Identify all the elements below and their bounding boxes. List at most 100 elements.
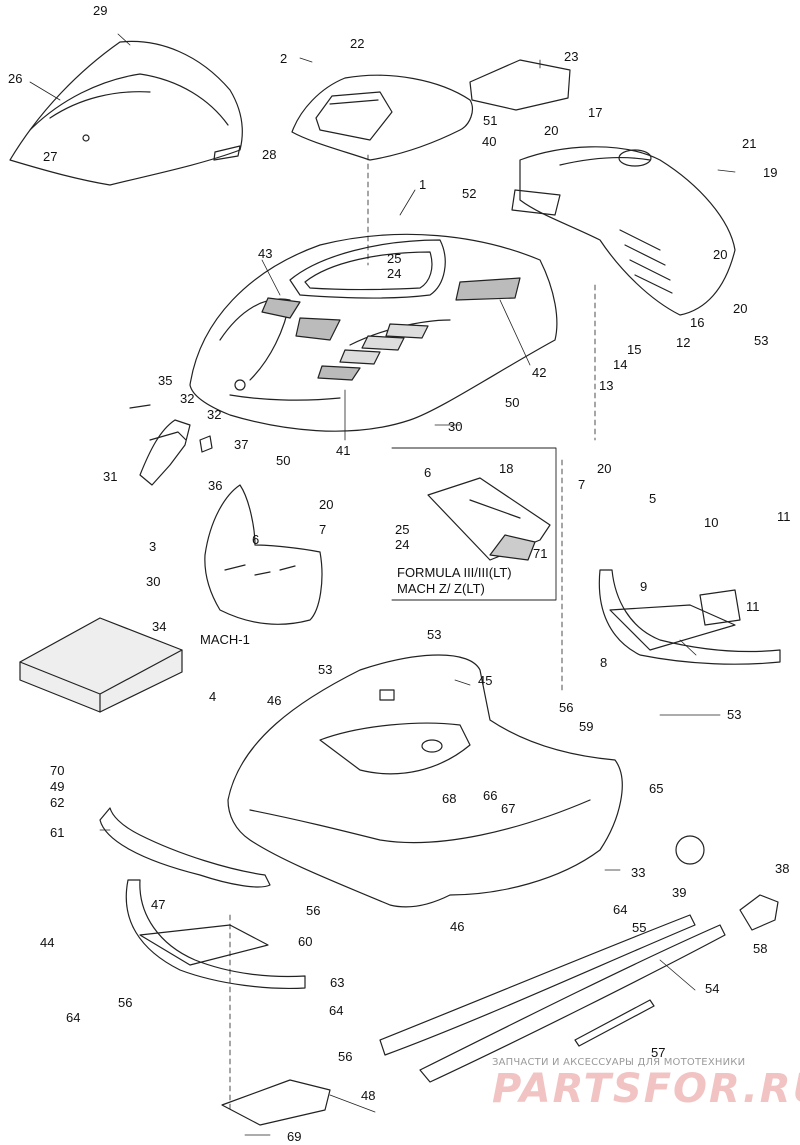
- callout-label: 40: [482, 134, 497, 149]
- callout-label: 32: [207, 407, 222, 422]
- callout-label: 64: [329, 1003, 344, 1018]
- callout-label: 47: [151, 897, 166, 912]
- callout-label: 46: [267, 693, 282, 708]
- callout-label: 20: [319, 497, 334, 512]
- callout-label: 12: [676, 335, 691, 350]
- clip-part: [739, 894, 779, 931]
- callout-label: 28: [262, 147, 277, 162]
- callout-label: 58: [753, 941, 768, 956]
- callout-label: 45: [478, 673, 493, 688]
- hinge-part: [129, 404, 213, 486]
- formula-caption-line1: FORMULA III/III(LT): [397, 565, 512, 580]
- callout-label: 13: [599, 378, 614, 393]
- belly-pan-part: [227, 654, 623, 908]
- callout-label: 43: [258, 246, 273, 261]
- front-bumper-part: [125, 879, 306, 990]
- windshield-part: [9, 40, 243, 186]
- callout-label: 17: [588, 105, 603, 120]
- callout-label: 21: [742, 136, 757, 151]
- callout-label: 34: [152, 619, 167, 634]
- callout-label: 53: [318, 662, 333, 677]
- callout-label: 11: [746, 599, 760, 614]
- callout-label: 64: [613, 902, 628, 917]
- callout-label: 42: [532, 365, 547, 380]
- callout-label: 25: [395, 522, 410, 537]
- pad-part: [19, 617, 183, 713]
- callout-label: 50: [505, 395, 520, 410]
- callout-label: 66: [483, 788, 498, 803]
- watermark-tagline: ЗАПЧАСТИ И АКСЕССУАРЫ ДЛЯ МОТОТЕХНИКИ: [492, 1057, 746, 1068]
- callout-label: 9: [640, 579, 648, 594]
- callout-label: 41: [336, 443, 351, 458]
- callout-label: 49: [50, 779, 65, 794]
- callout-label: 24: [387, 266, 402, 281]
- callout-label: 56: [306, 903, 321, 918]
- callout-label: 5: [649, 491, 657, 506]
- trim-strip-part: [574, 999, 655, 1047]
- mach1-caption: MACH-1: [200, 632, 250, 647]
- callout-label: 36: [208, 478, 223, 493]
- callout-label: 6: [252, 532, 260, 547]
- callout-label: 53: [754, 333, 769, 348]
- callout-label: 55: [632, 920, 647, 935]
- callout-label: 53: [727, 707, 742, 722]
- inset-frame: [391, 447, 557, 601]
- callout-label: 30: [448, 419, 463, 434]
- bumper-part: [598, 569, 781, 665]
- callout-label: 37: [234, 437, 249, 452]
- callout-label: 29: [93, 3, 108, 18]
- callout-label: 68: [442, 791, 457, 806]
- callout-label: 18: [499, 461, 514, 476]
- callout-label: 54: [705, 981, 720, 996]
- callout-label: 35: [158, 373, 173, 388]
- callout-label: 26: [8, 71, 23, 86]
- callout-label: 57: [651, 1045, 666, 1060]
- callout-label: 16: [690, 315, 705, 330]
- leader-lines: [29, 33, 736, 1136]
- callout-label: 27: [43, 149, 58, 164]
- callout-label: 20: [597, 461, 612, 476]
- hood-part: [189, 233, 558, 432]
- side-panel-part: [511, 146, 736, 316]
- callout-label: 53: [427, 627, 442, 642]
- callout-label: 10: [704, 515, 719, 530]
- callout-label: 56: [559, 700, 574, 715]
- callout-label: 67: [501, 801, 516, 816]
- callout-label: 20: [713, 247, 728, 262]
- callout-label: 31: [103, 469, 118, 484]
- mach1-panel-part: [204, 484, 323, 625]
- callout-label: 15: [627, 342, 642, 357]
- callout-label: 6: [424, 465, 432, 480]
- watermark-brand: PARTSFOR.RU: [492, 1066, 800, 1112]
- callout-label: 46: [450, 919, 465, 934]
- tether-part: [99, 807, 271, 888]
- callout-label: 70: [50, 763, 65, 778]
- callout-label: 3: [149, 539, 157, 554]
- callout-label: 30: [146, 574, 161, 589]
- callout-label: 22: [350, 36, 365, 51]
- callout-label: 23: [564, 49, 579, 64]
- callout-label: 33: [631, 865, 646, 880]
- callout-label: 38: [775, 861, 790, 876]
- callout-label: 39: [672, 885, 687, 900]
- splash-guard-part: [221, 1079, 331, 1126]
- callout-label: 52: [462, 186, 477, 201]
- callout-label: 7: [578, 477, 586, 492]
- callout-label: 71: [533, 546, 548, 561]
- callout-label: 32: [180, 391, 195, 406]
- callout-label: 20: [544, 123, 559, 138]
- runner-part: [379, 914, 726, 1083]
- plug-part: [675, 835, 705, 865]
- callout-label: 2: [280, 51, 288, 66]
- callout-label: 25: [387, 251, 402, 266]
- callout-label: 64: [66, 1010, 81, 1025]
- guide-lines: [229, 154, 596, 1111]
- callout-label: 56: [338, 1049, 353, 1064]
- callout-label: 61: [50, 825, 65, 840]
- callout-label: 14: [613, 357, 628, 372]
- callout-label: 4: [209, 689, 217, 704]
- callout-label: 50: [276, 453, 291, 468]
- inset-plate-part: [427, 477, 551, 561]
- callout-label: 69: [287, 1129, 302, 1144]
